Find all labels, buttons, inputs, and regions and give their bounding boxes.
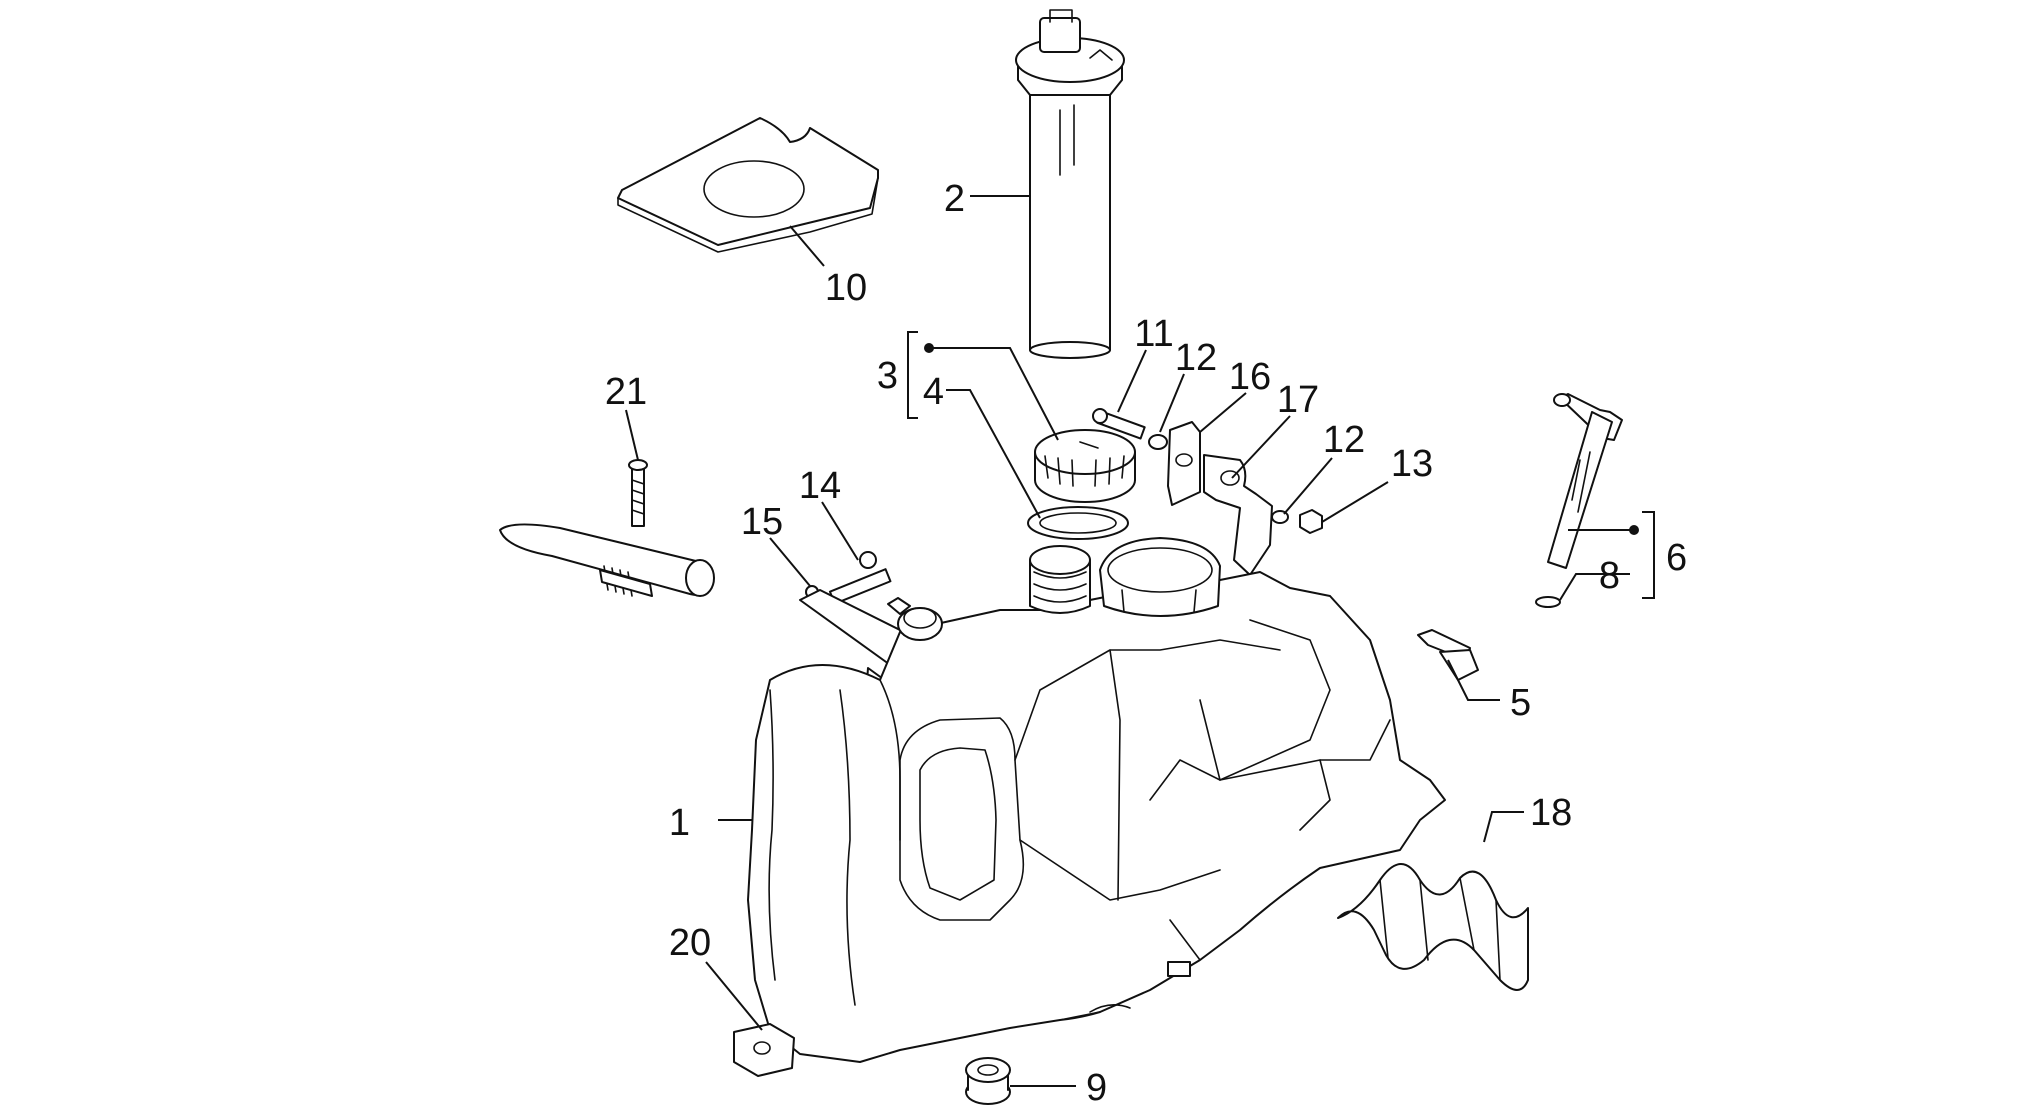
- callout-16: 16: [1229, 356, 1271, 398]
- part-18-heat-shield: [1337, 863, 1529, 991]
- part-12-washer-a: [1148, 434, 1168, 450]
- callout-labels: 1 2 3 4 5 6 8 9 10 11 12 12 13 14 15 16 …: [605, 178, 1687, 1109]
- callout-8: 8: [1599, 555, 1620, 597]
- callout-3: 3: [877, 355, 898, 397]
- part-10-pad: [617, 117, 879, 253]
- callout-14: 14: [799, 465, 841, 507]
- part-2-fuel-sender-tube: [1015, 9, 1125, 359]
- callout-10: 10: [825, 267, 867, 309]
- part-8-o-ring: [1535, 596, 1561, 608]
- part-1-fuel-tank: [747, 537, 1446, 1063]
- callout-9: 9: [1086, 1067, 1107, 1109]
- part-11-bolt: [1092, 408, 1146, 440]
- callout-12-b: 12: [1323, 419, 1365, 461]
- callout-20: 20: [669, 922, 711, 964]
- part-21-screw-clamp: [499, 459, 715, 597]
- part-5-valve: [1417, 629, 1479, 681]
- part-16-bracket: [1167, 421, 1201, 506]
- callout-13: 13: [1391, 443, 1433, 485]
- callout-17: 17: [1277, 379, 1319, 421]
- leader-lines: [625, 195, 1655, 1087]
- part-13-nut: [1299, 509, 1323, 534]
- callout-2: 2: [944, 178, 965, 220]
- callout-4: 4: [923, 371, 944, 413]
- part-6-level-sensor: [1547, 393, 1623, 569]
- part-17-bracket-arm: [1203, 454, 1273, 576]
- part-20-clip: [733, 1023, 795, 1077]
- callout-15: 15: [741, 501, 783, 543]
- callout-12-a: 12: [1175, 337, 1217, 379]
- part-4-gasket: [1027, 506, 1129, 540]
- callout-11: 11: [1134, 313, 1173, 355]
- callout-6: 6: [1666, 537, 1687, 579]
- callout-18: 18: [1530, 792, 1572, 834]
- callout-5: 5: [1510, 682, 1531, 724]
- part-3-filler-cap: [1034, 429, 1136, 503]
- part-9-grommet: [965, 1057, 1011, 1105]
- callout-1: 1: [669, 802, 690, 844]
- callout-21: 21: [605, 371, 647, 413]
